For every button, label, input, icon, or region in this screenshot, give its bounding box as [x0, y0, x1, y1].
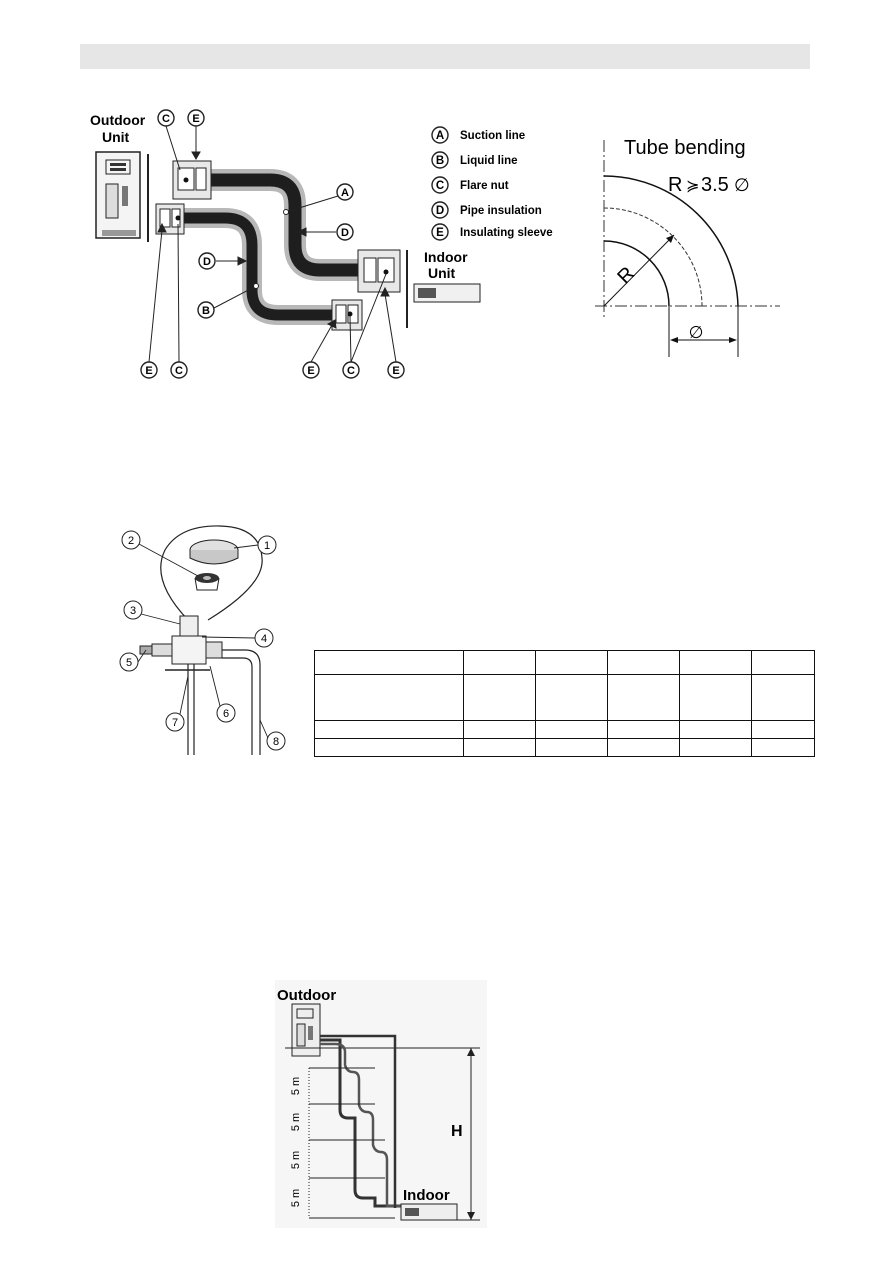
callout-c-bottom-1: C: [175, 365, 183, 377]
legend-letter-e: E: [436, 227, 444, 239]
outdoor-label: Outdoor: [277, 987, 336, 1004]
data-table: [314, 650, 815, 757]
table-cell: [607, 674, 680, 721]
flare-nut-indoor-liquid: [331, 299, 363, 331]
table-cell: [463, 720, 536, 739]
table-cell: [751, 674, 815, 721]
callout-e-bottom-2: E: [307, 365, 314, 377]
outdoor-unit-icon: [95, 151, 149, 242]
legend-text-e: Insulating sleeve: [460, 227, 553, 239]
segment-label-1: 5 m: [290, 1077, 302, 1095]
radius-label: R: [613, 263, 639, 289]
table-cell: [607, 720, 680, 739]
valve-callout-6: 6: [223, 708, 229, 720]
indoor-label: Indoor: [403, 1187, 450, 1204]
valve-callout-2: 2: [128, 535, 134, 547]
table-row: [314, 720, 815, 739]
table-cell: [314, 674, 464, 721]
bend-formula-relation: ≽: [686, 178, 699, 195]
valve-callout-1: 1: [264, 540, 270, 552]
segment-label-3: 5 m: [290, 1151, 302, 1169]
table-cell: [463, 650, 536, 675]
legend-text-c: Flare nut: [460, 180, 509, 192]
table-cell: [314, 738, 464, 757]
callout-b: B: [202, 305, 210, 317]
legend-letter-d: D: [436, 205, 444, 217]
tube-bending-title: Tube bending: [624, 137, 746, 159]
table-cell: [679, 738, 752, 757]
flare-nut-top-left: [172, 160, 212, 200]
legend-letter-a: A: [436, 130, 444, 142]
page-header-bar: [80, 44, 810, 69]
valve-callout-8: 8: [273, 736, 279, 748]
table-cell: [314, 650, 464, 675]
outdoor-unit-label: Outdoor: [90, 112, 146, 128]
table-cell: [679, 674, 752, 721]
table-cell: [751, 720, 815, 739]
h-label: H: [451, 1123, 463, 1140]
table-cell: [607, 650, 680, 675]
table-cell: [463, 738, 536, 757]
callout-d-left: D: [203, 256, 211, 268]
outdoor-unit-small-icon: [291, 1003, 321, 1057]
table-cell: [314, 720, 464, 739]
indoor-unit-icon: [413, 283, 481, 303]
table-cell: [535, 720, 608, 739]
legend-text-d: Pipe insulation: [460, 205, 542, 217]
table-cell: [535, 738, 608, 757]
table-cell: [463, 674, 536, 721]
service-valve-diagram: 1 2 3 4 5 6 7 8: [119, 525, 286, 755]
table-cell: [751, 738, 815, 757]
valve-callout-4: 4: [261, 633, 267, 645]
bend-formula-value: 3.5: [701, 174, 729, 196]
table-row: [314, 650, 815, 675]
diameter-label: ∅: [689, 323, 704, 342]
callout-c-bottom-2: C: [347, 365, 355, 377]
table-cell: [535, 650, 608, 675]
piping-connection-diagram: Outdoor Unit Indoor: [90, 109, 553, 379]
table-row: [314, 674, 815, 721]
height-difference-diagram: Outdoor 5 m 5 m 5 m 5 m Indoor H: [275, 980, 487, 1228]
table-cell: [607, 738, 680, 757]
callout-d-right: D: [341, 227, 349, 239]
indoor-unit-small-icon: [400, 1203, 458, 1221]
callout-e-bottom-3: E: [392, 365, 399, 377]
callout-e-bottom-1: E: [145, 365, 152, 377]
legend-letter-b: B: [436, 155, 444, 167]
indoor-unit-label: Indoor: [424, 249, 468, 265]
table-cell: [679, 720, 752, 739]
legend-text-a: Suction line: [460, 130, 525, 142]
valve-callout-3: 3: [130, 605, 136, 617]
indoor-unit-label-2: Unit: [428, 265, 456, 281]
flare-nut-indoor-suction: [357, 249, 401, 293]
bend-formula-diameter: ∅: [734, 175, 750, 195]
outdoor-unit-label-2: Unit: [102, 129, 130, 145]
valve-callout-5: 5: [126, 657, 132, 669]
segment-label-4: 5 m: [290, 1189, 302, 1207]
callout-e-top: E: [192, 113, 199, 125]
tube-bending-diagram: Tube bending R ≽ 3.5 ∅ R ∅: [595, 137, 780, 357]
table-cell: [679, 650, 752, 675]
callout-a: A: [341, 187, 349, 199]
legend-text-b: Liquid line: [460, 155, 518, 167]
table-row: [314, 738, 815, 757]
table-cell: [535, 674, 608, 721]
valve-callout-7: 7: [172, 717, 178, 729]
data-table-wrapper: [314, 650, 815, 757]
bend-formula-r: R: [668, 174, 682, 196]
table-cell: [751, 650, 815, 675]
legend-letter-c: C: [436, 180, 444, 192]
segment-label-2: 5 m: [290, 1113, 302, 1131]
callout-c-top: C: [162, 113, 170, 125]
